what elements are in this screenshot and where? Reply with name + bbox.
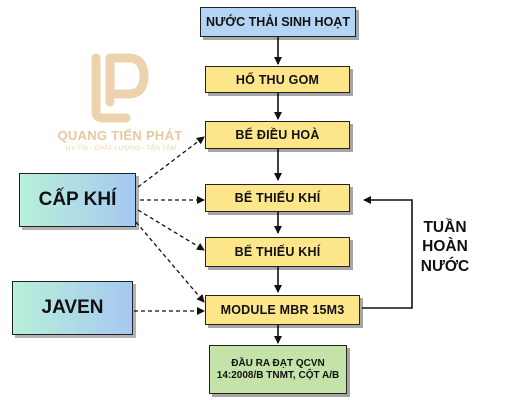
recirculation-label: TUẦN HOÀN NƯỚC bbox=[410, 218, 480, 276]
dashed-arrow-air-to-mbr bbox=[135, 221, 205, 303]
logo-tagline: UY TÍN - CHẤT LƯỢNG - TẬN TÂM bbox=[65, 145, 177, 152]
dashed-arrow-air-to-anoxic2 bbox=[137, 209, 205, 251]
recirculation-label-line-3: NƯỚC bbox=[420, 257, 470, 275]
node-wastewater: NƯỚC THẢI SINH HOẠT bbox=[200, 7, 356, 37]
node-mbr-module: MODULE MBR 15M3 bbox=[205, 295, 360, 325]
node-air-supply: CẤP KHÍ bbox=[19, 173, 136, 227]
node-anoxic-tank-2: BỂ THIẾU KHÍ bbox=[205, 237, 350, 267]
logo-name: QUANG TIẾN PHÁT bbox=[57, 128, 183, 143]
recirculation-line bbox=[362, 196, 413, 309]
node-collection-tank: HỐ THU GOM bbox=[205, 66, 350, 93]
recirculation-label-line-1: TUẦN bbox=[423, 219, 467, 236]
dashed-arrow-air-to-equalization bbox=[137, 136, 205, 188]
node-javen: JAVEN bbox=[12, 281, 133, 335]
recirculation-label-line-2: HOÀN bbox=[422, 238, 468, 256]
company-logo-icon bbox=[91, 53, 149, 123]
node-equalization-tank: BỂ ĐIỀU HOÀ bbox=[205, 121, 350, 149]
node-output: ĐẦU RA ĐẠT QCVN 14:2008/B TNMT, CỘT A/B bbox=[209, 345, 347, 394]
node-anoxic-tank-1: BỂ THIẾU KHÍ bbox=[205, 184, 350, 212]
